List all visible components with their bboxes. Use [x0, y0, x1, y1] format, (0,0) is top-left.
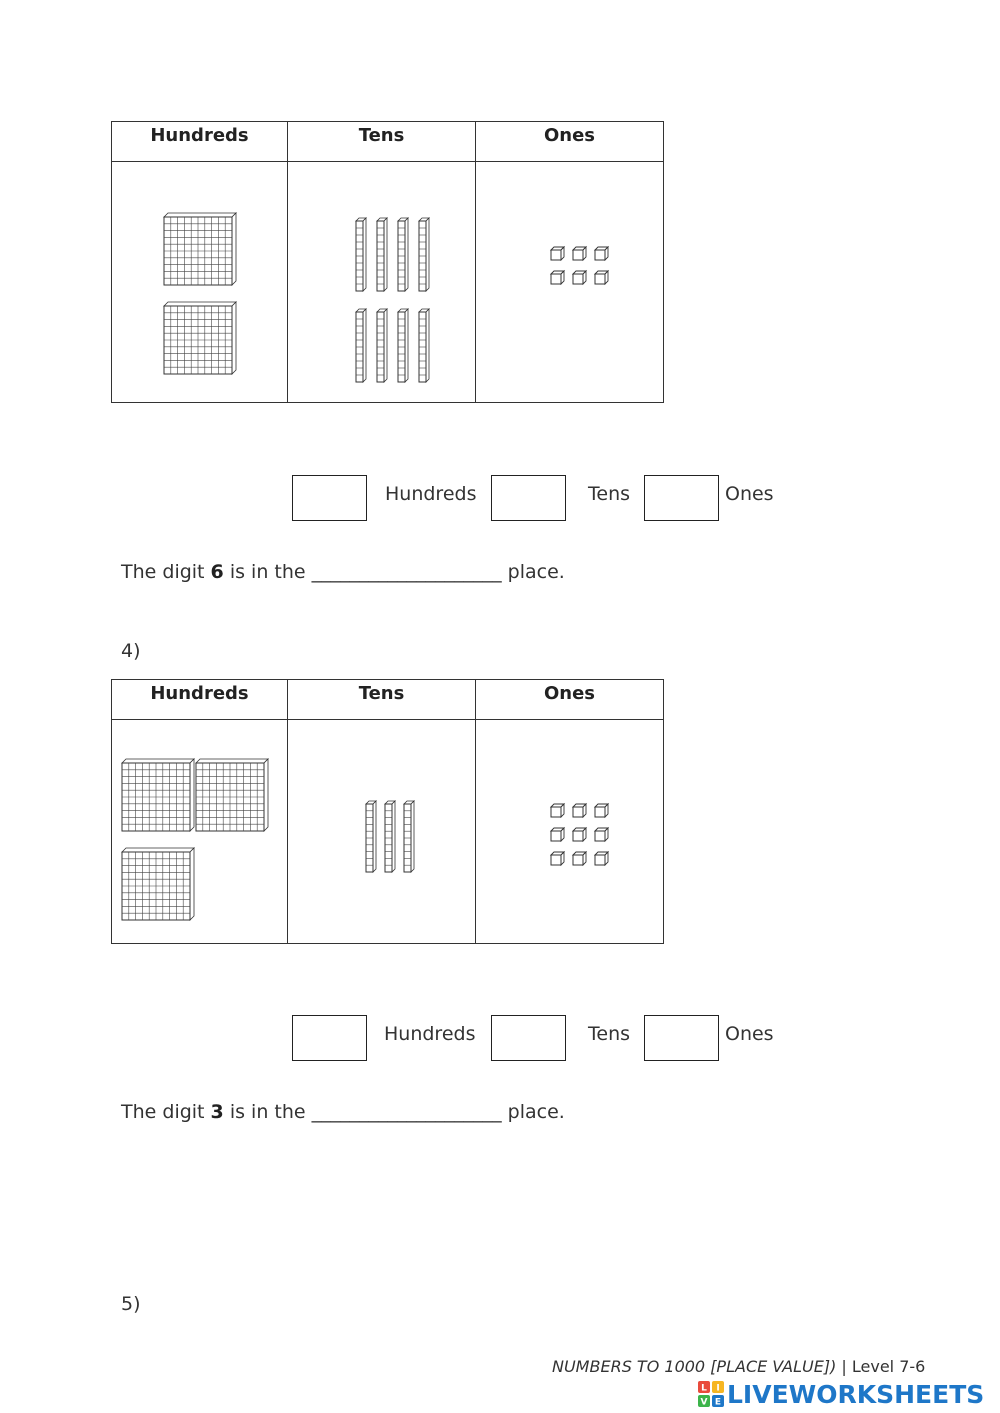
ten-rod-block	[376, 217, 388, 292]
hundreds-blocks	[163, 212, 237, 375]
sentence-middle: is in the	[223, 561, 312, 583]
hundred-flat-block	[121, 758, 195, 832]
hundred-flat-block	[121, 847, 195, 921]
tens-answer-box[interactable]	[491, 475, 566, 521]
answer-row-q3: Hundreds Tens Ones	[0, 475, 1000, 523]
one-cube-block	[571, 802, 588, 819]
one-cube-block	[593, 826, 610, 843]
ten-rod-block	[384, 800, 396, 873]
logo-letter: V	[701, 1398, 708, 1408]
worksheet-level: Level 7-6	[851, 1357, 926, 1376]
ones-answer-label: Ones	[725, 1023, 774, 1045]
ones-answer-box[interactable]	[644, 475, 719, 521]
sentence-digit: 3	[210, 1101, 224, 1123]
ten-rod-block	[376, 308, 388, 383]
ten-rod-block	[397, 217, 409, 292]
hundreds-blocks	[121, 758, 269, 921]
header-hundreds: Hundreds	[111, 679, 288, 720]
sentence-suffix: place.	[501, 561, 565, 583]
tens-answer-label: Tens	[588, 1023, 631, 1045]
logo-letter: L	[701, 1384, 707, 1394]
liveworksheets-logo-icon: L I V E	[698, 1381, 724, 1407]
ten-rod-block	[418, 308, 430, 383]
hundreds-cell	[111, 161, 288, 403]
ten-rod-block	[355, 308, 367, 383]
sentence-prefix: The digit	[121, 1101, 211, 1123]
one-cube-block	[593, 802, 610, 819]
tens-answer-label: Tens	[588, 483, 631, 505]
one-cube-block	[571, 826, 588, 843]
footer-separator: |	[836, 1357, 852, 1376]
one-cube-block	[593, 850, 610, 867]
ten-rod-block	[397, 308, 409, 383]
sentence-middle: is in the	[223, 1101, 312, 1123]
worksheet-footer: NUMBERS TO 1000 [PLACE VALUE]) | Level 7…	[552, 1357, 925, 1376]
ten-rod-block	[365, 800, 377, 873]
hundreds-answer-box[interactable]	[292, 475, 367, 521]
worksheet-title: NUMBERS TO 1000 [PLACE VALUE])	[552, 1357, 837, 1376]
digit-place-sentence-q3: The digit 6 is in the __________________…	[121, 561, 565, 583]
one-cube-block	[549, 269, 566, 286]
tens-rods	[355, 217, 430, 383]
liveworksheets-logo[interactable]: L I V E LIVEWORKSHEETS	[698, 1379, 985, 1409]
one-cube-block	[593, 245, 610, 262]
ones-cell	[475, 719, 664, 944]
hundred-flat-block	[163, 212, 237, 286]
hundreds-cell	[111, 719, 288, 944]
sentence-digit: 6	[210, 561, 224, 583]
one-cube-block	[571, 245, 588, 262]
ones-answer-box[interactable]	[644, 1015, 719, 1061]
one-cube-block	[549, 802, 566, 819]
one-cube-block	[571, 269, 588, 286]
ones-answer-label: Ones	[725, 483, 774, 505]
ones-cubes	[549, 802, 610, 867]
logo-letter: E	[715, 1398, 721, 1408]
sentence-prefix: The digit	[121, 561, 211, 583]
one-cube-block	[593, 269, 610, 286]
hundreds-answer-label: Hundreds	[384, 1023, 476, 1045]
header-ones: Ones	[475, 679, 664, 720]
question-number-5: 5)	[121, 1293, 141, 1315]
tens-cell	[287, 719, 476, 944]
header-hundreds: Hundreds	[111, 121, 288, 162]
ones-cubes	[549, 245, 610, 286]
one-cube-block	[549, 245, 566, 262]
tens-rods	[365, 800, 415, 873]
tens-cell	[287, 161, 476, 403]
one-cube-block	[549, 850, 566, 867]
answer-row-q4: Hundreds Tens Ones	[0, 1015, 1000, 1063]
header-ones: Ones	[475, 121, 664, 162]
header-tens: Tens	[287, 679, 476, 720]
question-number-4: 4)	[121, 640, 141, 662]
liveworksheets-wordmark: LIVEWORKSHEETS	[727, 1379, 985, 1409]
tens-answer-box[interactable]	[491, 1015, 566, 1061]
ten-rod-block	[403, 800, 415, 873]
sentence-suffix: place.	[501, 1101, 565, 1123]
header-tens: Tens	[287, 121, 476, 162]
hundreds-answer-label: Hundreds	[385, 483, 477, 505]
digit-place-sentence-q4: The digit 3 is in the __________________…	[121, 1101, 565, 1123]
place-value-table-q3: Hundreds Tens Ones	[111, 121, 664, 403]
answer-blank[interactable]: ____________________	[311, 1101, 502, 1123]
place-value-table-q4: Hundreds Tens Ones	[111, 679, 664, 944]
logo-letter: I	[716, 1384, 719, 1394]
hundred-flat-block	[195, 758, 269, 832]
answer-blank[interactable]: ____________________	[311, 561, 502, 583]
one-cube-block	[549, 826, 566, 843]
hundreds-answer-box[interactable]	[292, 1015, 367, 1061]
ten-rod-block	[418, 217, 430, 292]
one-cube-block	[571, 850, 588, 867]
ten-rod-block	[355, 217, 367, 292]
ones-cell	[475, 161, 664, 403]
hundred-flat-block	[163, 301, 237, 375]
